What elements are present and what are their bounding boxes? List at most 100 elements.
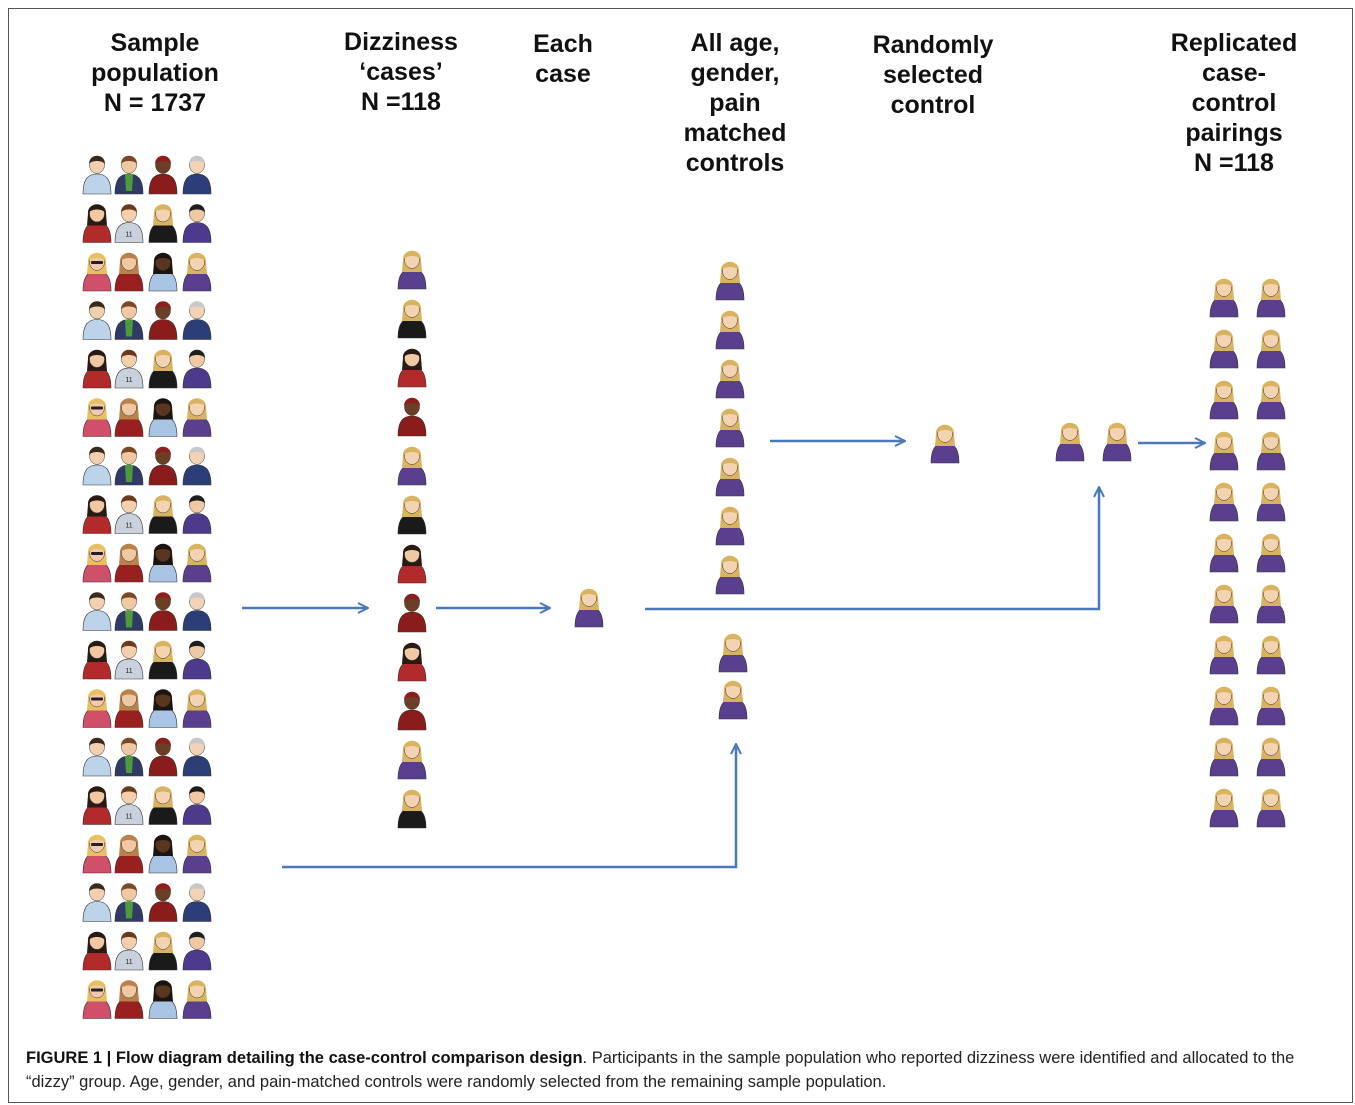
person-icon-woman-blonde-purple [1209, 431, 1239, 471]
title-line: case [535, 60, 591, 88]
person-icon-woman-blonde-purple [715, 457, 745, 497]
person-icon-man-grey-hair-navy [182, 446, 212, 486]
person-icon-woman-dark-hair-red [397, 642, 427, 682]
person-icon-boy-jersey-11: 11 [114, 204, 144, 243]
person-icon-woman-blonde-purple [715, 555, 745, 595]
person-icon-woman-sunglasses-pink [82, 543, 112, 583]
person-icon-man-light-blue [82, 301, 112, 340]
person-icon-man-green-scarf [114, 301, 144, 340]
person-icon-woman-blonde-purple [1256, 380, 1286, 420]
person-icon-man-green-scarf [114, 883, 144, 922]
person-icon-woman-blonde-black [397, 495, 427, 535]
person-icon-woman-blonde-purple [715, 408, 745, 448]
person-icon-man-grey-hair-navy [182, 301, 212, 340]
person-icon-woman-sunglasses-pink [82, 398, 112, 437]
person-icon-man-dark-purple [182, 786, 212, 825]
person-icon-woman-blonde-purple [1209, 278, 1239, 318]
person-icon-woman-blonde-purple [1256, 278, 1286, 318]
person-icon-woman-blonde-purple [1209, 635, 1239, 675]
person-icon-man-green-scarf [114, 155, 144, 195]
person-icon-woman-blonde-purple [715, 506, 745, 546]
title-line: controls [685, 149, 785, 177]
title-line: Randomly [872, 31, 994, 59]
person-icon-woman-blonde-black [148, 931, 178, 971]
caption-text: . Participants in the sample population … [26, 1049, 1295, 1091]
person-icon-woman-sunglasses-pink [82, 252, 112, 292]
svg-text:11: 11 [125, 814, 132, 821]
title-line: Sample [110, 29, 200, 57]
person-icon-woman-red-headscarf [148, 737, 178, 777]
person-icon-woman-blonde-purple [182, 834, 212, 874]
person-icon-woman-red-headscarf [148, 301, 178, 340]
title-line: All age, [690, 29, 780, 57]
person-icon-woman-brown-red [114, 834, 144, 874]
person-icon-woman-blonde-purple [718, 680, 748, 720]
person-icon-boy-jersey-11: 11 [114, 931, 144, 971]
person-icon-man-green-scarf [114, 446, 144, 486]
person-icon-woman-brown-red [114, 398, 144, 437]
person-icon-woman-blonde-purple [1209, 533, 1239, 573]
person-icon-woman-blonde-black [397, 299, 427, 339]
person-icon-woman-blonde-purple [397, 250, 427, 290]
person-icon-man-dark-purple [182, 931, 212, 971]
title-line: N =118 [1194, 149, 1274, 177]
title-line: control [1191, 89, 1277, 117]
title-line: pain [709, 89, 761, 117]
person-icon-woman-blonde-purple [1209, 380, 1239, 420]
figure-caption: FIGURE 1 | Flow diagram detailing the ca… [26, 1046, 1326, 1094]
person-icon-woman-dark-skin-blue [148, 980, 178, 1019]
person-icon-woman-brown-red [114, 689, 144, 728]
person-icon-man-grey-hair-navy [182, 737, 212, 777]
person-icon-woman-brown-red [114, 252, 144, 292]
svg-text:11: 11 [125, 959, 132, 966]
person-icon-woman-blonde-purple [718, 633, 748, 673]
title-line: control [890, 91, 976, 119]
person-icon-woman-blonde-purple [1102, 422, 1132, 462]
person-icon-woman-blonde-black [148, 495, 178, 534]
title-matched-controls: All age, gender, pain matched controls [684, 28, 787, 178]
person-icon-woman-dark-hair-red [82, 931, 112, 971]
person-icon-man-green-scarf [114, 592, 144, 631]
title-line: selected [882, 61, 984, 89]
person-icon-woman-blonde-black [148, 349, 178, 389]
person-icon-woman-blonde-purple [1256, 329, 1286, 369]
person-icon-woman-red-headscarf [148, 883, 178, 922]
person-icon-woman-sunglasses-pink [82, 980, 112, 1019]
svg-text:11: 11 [125, 523, 132, 530]
person-icon-woman-blonde-purple [1209, 329, 1239, 369]
title-line: gender, [690, 59, 780, 87]
person-icon-woman-red-headscarf [397, 593, 427, 633]
arrow-each-to-pairing [645, 487, 1099, 611]
title-line: population [91, 59, 219, 87]
title-line: Replicated [1170, 29, 1298, 57]
person-icon-woman-sunglasses-pink [82, 834, 112, 874]
title-line: ‘cases’ [359, 58, 443, 86]
person-icon-woman-blonde-purple [1209, 482, 1239, 522]
person-icon-woman-blonde-purple [397, 446, 427, 486]
title-line: Dizziness [344, 28, 458, 56]
figure-frame [8, 8, 1353, 1103]
person-icon-man-light-blue [82, 883, 112, 922]
person-icon-woman-blonde-purple [1256, 533, 1286, 573]
person-icon-woman-dark-hair-red [397, 348, 427, 388]
title-dizziness-cases: Dizziness ‘cases’ N =118 [344, 27, 458, 117]
person-icon-woman-dark-skin-blue [148, 834, 178, 874]
title-line: matched [683, 119, 787, 147]
person-icon-woman-blonde-black [397, 789, 427, 829]
person-icon-man-dark-purple [182, 349, 212, 389]
title-line: N = 1737 [103, 89, 207, 117]
person-icon-woman-blonde-purple [1256, 635, 1286, 675]
person-icon-woman-dark-hair-red [82, 349, 112, 389]
person-icon-woman-blonde-purple [182, 252, 212, 292]
person-icon-woman-red-headscarf [397, 691, 427, 731]
person-icon-woman-blonde-purple [182, 980, 212, 1019]
person-icon-woman-blonde-purple [1055, 422, 1085, 462]
person-icon-man-dark-purple [182, 495, 212, 534]
title-random-control: Randomly selected control [873, 30, 994, 120]
person-icon-woman-dark-hair-red [82, 640, 112, 680]
title-sample-population: Sample population N = 1737 [91, 28, 219, 118]
person-icon-woman-blonde-black [148, 640, 178, 680]
person-icon-woman-dark-hair-red [82, 495, 112, 534]
title-line: N =118 [361, 88, 441, 116]
